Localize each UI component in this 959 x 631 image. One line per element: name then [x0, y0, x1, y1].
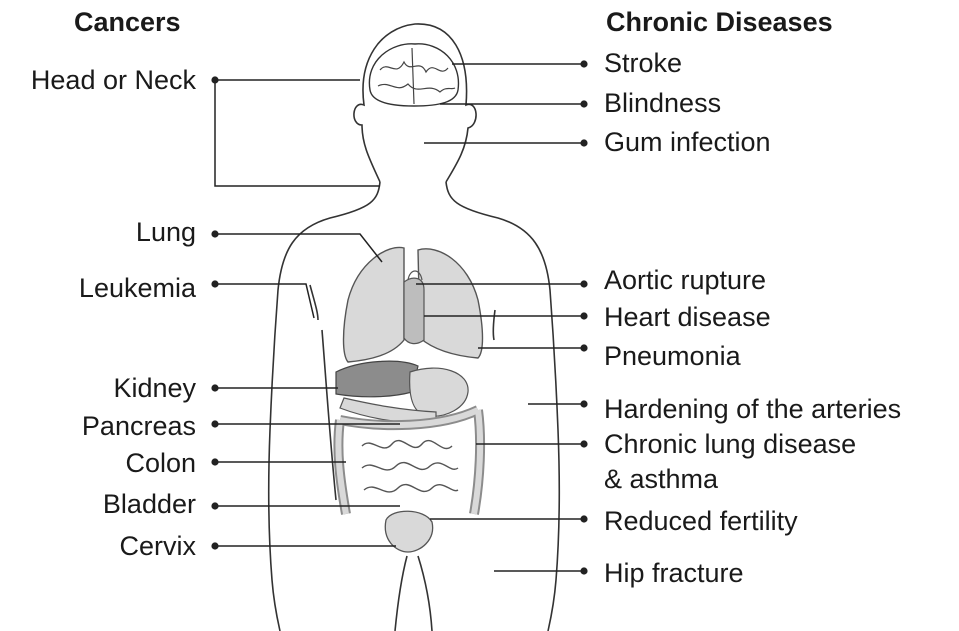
- abdominal-organs: [336, 361, 480, 552]
- chronic-label-reduced-fertility: Reduced fertility: [604, 505, 798, 537]
- chronic-label-blindness: Blindness: [604, 87, 721, 119]
- cancers-header: Cancers: [74, 6, 181, 38]
- cancer-label-pancreas: Pancreas: [82, 410, 196, 442]
- chronic-label-chronic-lung-disease: Chronic lung disease: [604, 428, 856, 460]
- lungs: [344, 247, 483, 362]
- chronic-diseases-header: Chronic Diseases: [606, 6, 833, 38]
- chronic-label-hardening-arteries: Hardening of the arteries: [604, 393, 901, 425]
- cancer-label-kidney: Kidney: [113, 372, 196, 404]
- cancer-label-leukemia: Leukemia: [79, 272, 196, 304]
- cancer-label-colon: Colon: [125, 447, 196, 479]
- chronic-label-gum-infection: Gum infection: [604, 126, 771, 158]
- chronic-label-stroke: Stroke: [604, 47, 682, 79]
- chronic-label-asthma: & asthma: [604, 463, 718, 495]
- cancer-label-cervix: Cervix: [119, 530, 196, 562]
- chronic-label-heart-disease: Heart disease: [604, 301, 771, 333]
- chronic-label-hip-fracture: Hip fracture: [604, 557, 744, 589]
- chronic-label-aortic-rupture: Aortic rupture: [604, 264, 766, 296]
- cancer-label-bladder: Bladder: [103, 488, 196, 520]
- cancer-label-head-neck: Head or Neck: [31, 64, 196, 96]
- cancer-label-lung: Lung: [136, 216, 196, 248]
- chronic-label-pneumonia: Pneumonia: [604, 340, 741, 372]
- brain: [369, 44, 458, 106]
